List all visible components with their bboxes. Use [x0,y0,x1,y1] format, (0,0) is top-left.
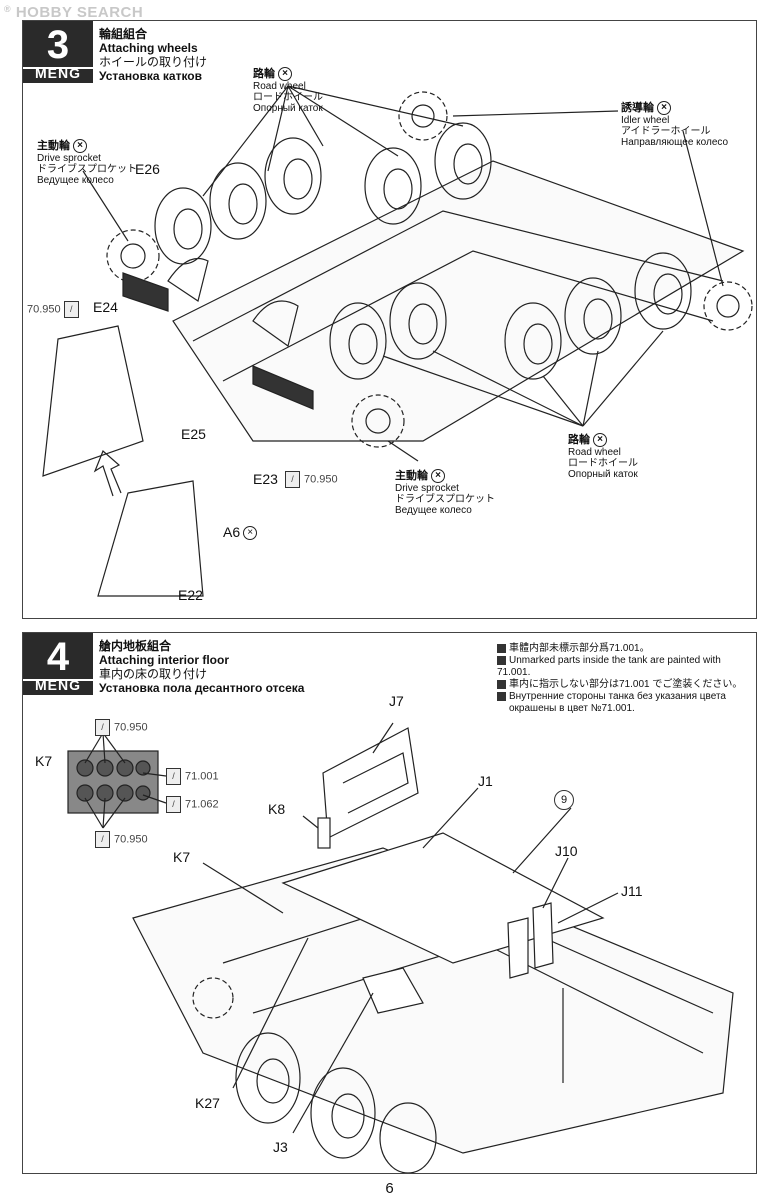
no-glue-icon: × [73,139,87,153]
brush-icon: / [166,796,181,813]
part-label: J3 [273,1139,288,1155]
paint-code: /70.950 [95,719,148,736]
part-label: J11 [621,883,643,899]
floor-diagram [67,722,734,1173]
paint-code: 70.950 / [27,301,83,318]
part-label: E22 [178,587,203,603]
part-label: E26 [135,161,160,177]
step-number: 3 [46,23,70,67]
paint-code: /71.001 [166,768,219,785]
brush-icon: / [95,831,110,848]
brush-icon: / [166,768,181,785]
step-3-panel: 3 MENG 輪組組合 Attaching wheels ホイールの取り付け У… [22,20,757,619]
paint-code: /71.062 [166,796,219,813]
part-label: K8 [268,801,286,817]
step-4-title: 艙内地板組合 Attaching interior floor 車内の床の取り付… [99,639,305,695]
part-label: K7 [35,753,53,769]
drive-sprocket-callout-bottom: 主動輪× Drive sprocket ドライブスプロケット Ведущее к… [395,469,495,516]
brush-icon: / [63,301,79,318]
part-label: A6× [223,524,258,541]
step-3-badge: 3 MENG [23,21,93,83]
no-glue-icon: × [593,433,607,447]
step-3-title: 輪組組合 Attaching wheels ホイールの取り付け Установк… [99,27,208,83]
brush-icon: / [95,719,110,736]
part-label: E24 [93,299,118,315]
brand-logo: MENG [35,65,81,81]
road-wheel-callout-right: 路輪× Road wheel ロードホイール Опорный каток [568,433,638,480]
step-number: 4 [46,635,70,679]
no-glue-icon: × [243,526,258,541]
sub-assembly-marker: 9 [554,790,574,810]
step-4-panel: 4 MENG 艙内地板組合 Attaching interior floor 車… [22,632,757,1174]
no-glue-icon: × [657,101,671,115]
part-label: J10 [555,843,578,859]
part-label: E25 [181,426,206,442]
drive-sprocket-callout-left: 主動輪× Drive sprocket ドライブスプロケット Ведущее к… [37,139,137,186]
paint-code: /70.950 [285,471,338,488]
page-number: 6 [385,1180,394,1197]
no-glue-icon: × [278,67,292,81]
part-label: J7 [389,693,404,709]
part-label: J1 [478,773,493,789]
paint-notes: 車體内部未標示部分爲71.001。 Unmarked parts inside … [497,643,743,714]
road-wheel-callout-top: 路輪× Road wheel ロードホイール Опорный каток [253,67,323,114]
watermark: ® HOBBY SEARCH [4,4,144,21]
part-label: K27 [195,1095,220,1111]
idler-wheel-callout: 誘導輪× Idler wheel アイドラーホイール Направляющее … [621,101,729,148]
part-label: K7 [173,849,191,865]
wheels-diagram [42,85,753,597]
part-label: E23 [253,471,278,487]
no-glue-icon: × [431,469,445,483]
brand-logo: MENG [35,677,81,693]
step-4-badge: 4 MENG [23,633,93,695]
paint-code: /70.950 [95,831,148,848]
brush-icon: / [285,471,300,488]
